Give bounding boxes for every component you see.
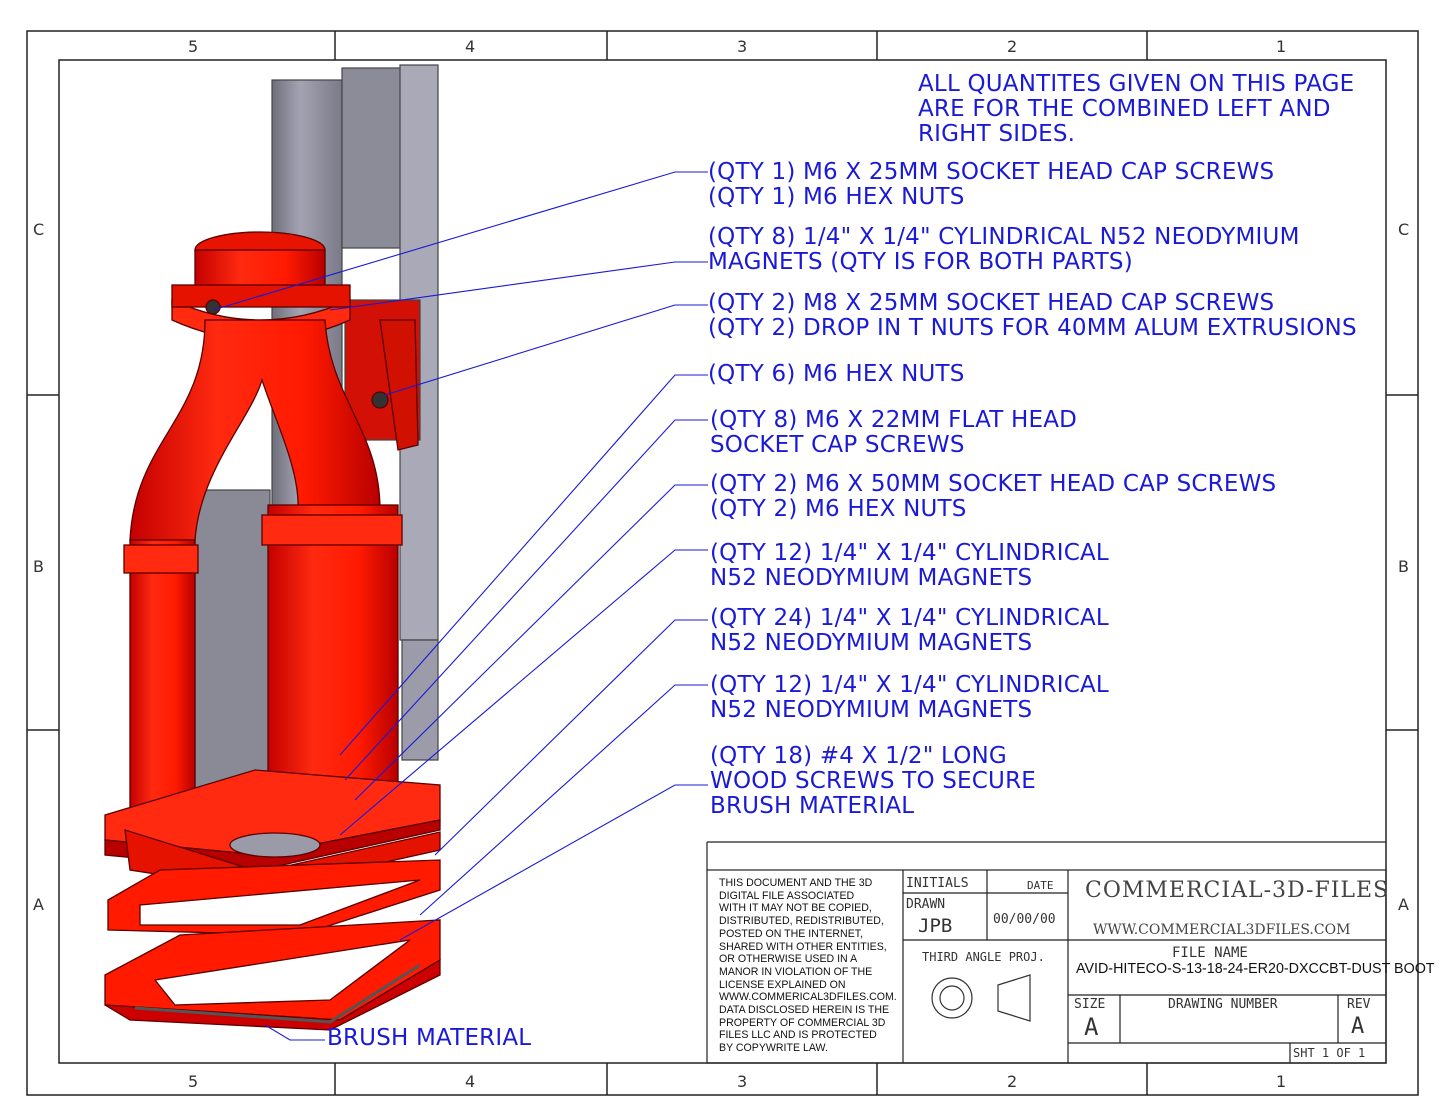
general-note-line-1: ALL QUANTITES GIVEN ON THIS PAGE [918, 71, 1355, 97]
disclaimer-line: DISTRIBUTED, REDISTRIBUTED, [719, 915, 884, 928]
dust-boot-base [104, 769, 441, 1031]
zone-row-b-left: B [33, 557, 44, 576]
disclaimer-line: WWW.COMMERICAL3DFILES.COM. [719, 991, 897, 1004]
disclaimer-line: POSTED ON THE INTERNET, [719, 927, 864, 940]
zone-row-b-right: B [1398, 557, 1409, 576]
drawn-label: DRAWN [906, 897, 946, 912]
zone-col-5-bottom: 5 [188, 1072, 199, 1091]
company-website: WWW.COMMERCIAL3DFILES.COM [1093, 922, 1351, 938]
zone-col-5-top: 5 [188, 37, 199, 56]
callout-8-line-2: N52 NEODYMIUM MAGNETS [710, 630, 1033, 656]
zone-col-3-bottom: 3 [737, 1072, 748, 1091]
callout-9-line-1: (QTY 12) 1/4" X 1/4" CYLINDRICAL [710, 672, 1109, 698]
callout-8-line-1: (QTY 24) 1/4" X 1/4" CYLINDRICAL [710, 605, 1109, 631]
disclaimer-line: DIGITAL FILE ASSOCIATED [719, 889, 855, 902]
callout-4-line-1: (QTY 6) M6 HEX NUTS [708, 361, 965, 387]
callout-2-line-1: (QTY 8) 1/4" X 1/4" CYLINDRICAL N52 NEOD… [708, 224, 1300, 250]
zone-col-1-top: 1 [1276, 37, 1287, 56]
disclaimer-line: THIS DOCUMENT AND THE 3D [719, 877, 873, 889]
callout-5-line-1: (QTY 8) M6 X 22MM FLAT HEAD [710, 407, 1078, 433]
disclaimer-line: DATA DISCLOSED HEREIN IS THE [719, 1004, 890, 1017]
zone-row-a-left: A [33, 895, 44, 914]
zone-col-2-top: 2 [1007, 37, 1018, 56]
disclaimer-line: WITH IT MAY NOT BE COPIED, [719, 902, 872, 915]
brush-material-label: BRUSH MATERIAL [327, 1025, 532, 1051]
leader-lines [212, 171, 708, 1041]
file-name-value: AVID-HITECO-S-13-18-24-ER20-DXCCBT-DUST … [1076, 961, 1435, 977]
disclaimer-line: SHARED WITH OTHER ENTITIES, [719, 940, 887, 953]
disclaimer-text: THIS DOCUMENT AND THE 3D DIGITAL FILE AS… [719, 877, 901, 1055]
callout-10-line-2: WOOD SCREWS TO SECURE [710, 768, 1036, 794]
zone-col-3-top: 3 [737, 37, 748, 56]
callout-9-line-2: N52 NEODYMIUM MAGNETS [710, 697, 1033, 723]
callout-3-line-1: (QTY 2) M8 X 25MM SOCKET HEAD CAP SCREWS [708, 290, 1275, 316]
callout-3-line-2: (QTY 2) DROP IN T NUTS FOR 40MM ALUM EXT… [708, 315, 1357, 341]
disclaimer-line: OR OTHERWISE USED IN A [719, 953, 858, 966]
zone-row-c-left: C [33, 220, 45, 239]
drawing-number-label: DRAWING NUMBER [1168, 997, 1278, 1012]
callout-10-line-3: BRUSH MATERIAL [710, 793, 915, 819]
initials-label: INITIALS [906, 876, 969, 891]
company-name: COMMERCIAL-3D-FILES [1085, 878, 1390, 903]
dust-boot-body [123, 231, 419, 821]
callout-6-line-1: (QTY 2) M6 X 50MM SOCKET HEAD CAP SCREWS [710, 471, 1277, 497]
file-name-label: FILE NAME [1172, 945, 1248, 961]
callout-7-line-2: N52 NEODYMIUM MAGNETS [710, 565, 1033, 591]
zone-col-1-bottom: 1 [1276, 1072, 1287, 1091]
date-label: DATE [1027, 879, 1054, 892]
title-block-frame [706, 841, 1387, 1064]
zone-row-c-right: C [1398, 220, 1410, 239]
zone-col-4-top: 4 [465, 37, 476, 56]
callout-1-line-1: (QTY 1) M6 X 25MM SOCKET HEAD CAP SCREWS [708, 159, 1275, 185]
zone-col-4-bottom: 4 [465, 1072, 476, 1091]
rev-label: REV [1347, 997, 1371, 1012]
zone-row-a-right: A [1398, 895, 1409, 914]
callout-2-line-2: MAGNETS (QTY IS FOR BOTH PARTS) [708, 249, 1133, 275]
callout-6-line-2: (QTY 2) M6 HEX NUTS [710, 496, 967, 522]
zone-col-2-bottom: 2 [1007, 1072, 1018, 1091]
rev-value: A [1351, 1014, 1365, 1039]
callout-10-line-1: (QTY 18) #4 X 1/2" LONG [710, 743, 1007, 769]
size-label: SIZE [1074, 997, 1106, 1012]
sheet-number: SHT 1 OF 1 [1293, 1046, 1366, 1060]
disclaimer-line: LICENSE EXPLAINED ON [719, 978, 846, 991]
disclaimer-line: BY COPYWRITE LAW. [719, 1042, 828, 1055]
callout-1-line-2: (QTY 1) M6 HEX NUTS [708, 184, 965, 210]
drawn-value: JPB [918, 915, 953, 937]
disclaimer-line: FILES LLC AND IS PROTECTED [719, 1029, 877, 1042]
general-note-line-2: ARE FOR THE COMBINED LEFT AND [918, 96, 1331, 122]
callout-7-line-1: (QTY 12) 1/4" X 1/4" CYLINDRICAL [710, 540, 1109, 566]
disclaimer-line: MANOR IN VIOLATION OF THE [719, 965, 873, 978]
third-angle-projection-icon [931, 974, 1031, 1022]
projection-label: THIRD ANGLE PROJ. [922, 950, 1045, 964]
callout-5-line-2: SOCKET CAP SCREWS [710, 432, 965, 458]
general-note-line-3: RIGHT SIDES. [918, 121, 1076, 147]
date-value: 00/00/00 [993, 912, 1056, 927]
disclaimer-line: PROPERTY OF COMMERCIAL 3D [719, 1016, 886, 1029]
size-value: A [1084, 1013, 1099, 1041]
